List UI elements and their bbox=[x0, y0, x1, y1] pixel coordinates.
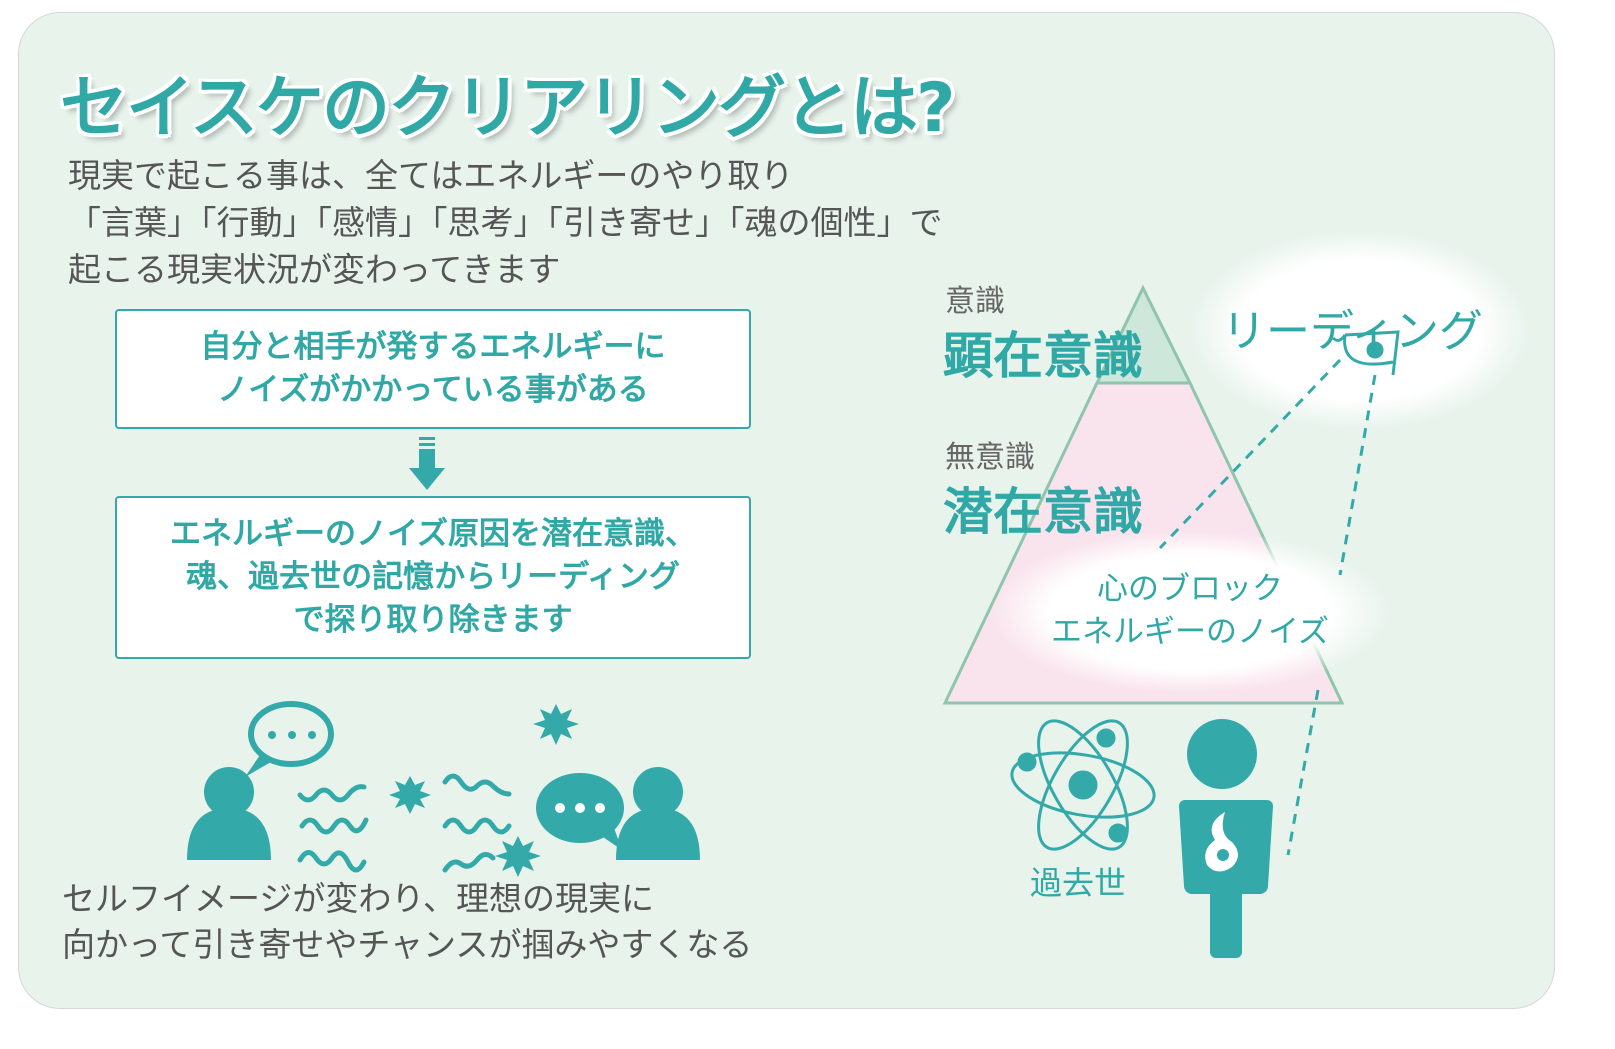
block-line: 心のブロック bbox=[1097, 571, 1283, 607]
conscious-label: 意識 bbox=[945, 284, 1005, 319]
block-glow bbox=[990, 530, 1390, 694]
speech-bubble-outline-icon bbox=[245, 701, 334, 777]
person-left-head bbox=[204, 767, 254, 817]
box-line: で探り取り除きます bbox=[293, 602, 573, 638]
dashed-sightlines bbox=[1158, 358, 1377, 856]
person-with-soul-icon bbox=[1177, 719, 1273, 958]
outro-line: 向かって引き寄せやチャンスが掴みやすくなる bbox=[62, 925, 753, 964]
person-right-head bbox=[633, 767, 683, 817]
intro-line: 「言葉」「行動」「感情」「思考」「引き寄せ」「魂の個性」で bbox=[68, 203, 943, 242]
heart-block-label: 心のブロック エネルギーのノイズ bbox=[1040, 568, 1340, 654]
reading-statement-box: エネルギーのノイズ原因を潜在意識、 魂、過去世の記憶からリーディング で探り取り… bbox=[115, 496, 751, 659]
reading-label: リーディング bbox=[1222, 306, 1483, 357]
spark-icon bbox=[389, 776, 431, 814]
box-line: ノイズがかかっている事がある bbox=[217, 372, 649, 408]
conscious-mind-label: 顕在意識 bbox=[943, 327, 1143, 385]
conversation-illustration bbox=[187, 701, 700, 877]
speech-bubble-filled-icon bbox=[536, 773, 624, 850]
box-line: 魂、過去世の記憶からリーディング bbox=[186, 559, 680, 595]
box-line: エネルギーのノイズ原因を潜在意識、 bbox=[169, 516, 697, 552]
noise-waves bbox=[297, 773, 512, 873]
intro-line: 現実で起こる事は、全てはエネルギーのやり取り bbox=[68, 156, 794, 195]
past-life-label: 過去世 bbox=[1030, 864, 1127, 902]
subconscious-mind-label: 潜在意識 bbox=[943, 483, 1143, 541]
page-title: セイスケのクリアリングとは? bbox=[60, 69, 955, 148]
noise-statement-box: 自分と相手が発するエネルギーに ノイズがかかっている事がある bbox=[115, 309, 751, 429]
atom-icon bbox=[1010, 719, 1156, 851]
outro-line: セルフイメージが変わり、理想の現実に bbox=[62, 879, 655, 918]
intro-text: 現実で起こる事は、全てはエネルギーのやり取り 「言葉」「行動」「感情」「思考」「… bbox=[68, 152, 943, 293]
eye-icon bbox=[1331, 330, 1400, 376]
block-line: エネルギーのノイズ bbox=[1050, 614, 1330, 650]
outro-text: セルフイメージが変わり、理想の現実に 向かって引き寄せやチャンスが掴みやすくなる bbox=[62, 876, 752, 968]
spark-icon bbox=[533, 704, 579, 745]
unconscious-label: 無意識 bbox=[945, 440, 1035, 475]
spark-icon bbox=[495, 836, 541, 877]
box-line: 自分と相手が発するエネルギーに bbox=[200, 329, 666, 365]
intro-line: 起こる現実状況が変わってきます bbox=[68, 250, 561, 289]
down-arrow-icon bbox=[409, 437, 445, 490]
reading-glow bbox=[1190, 230, 1530, 430]
